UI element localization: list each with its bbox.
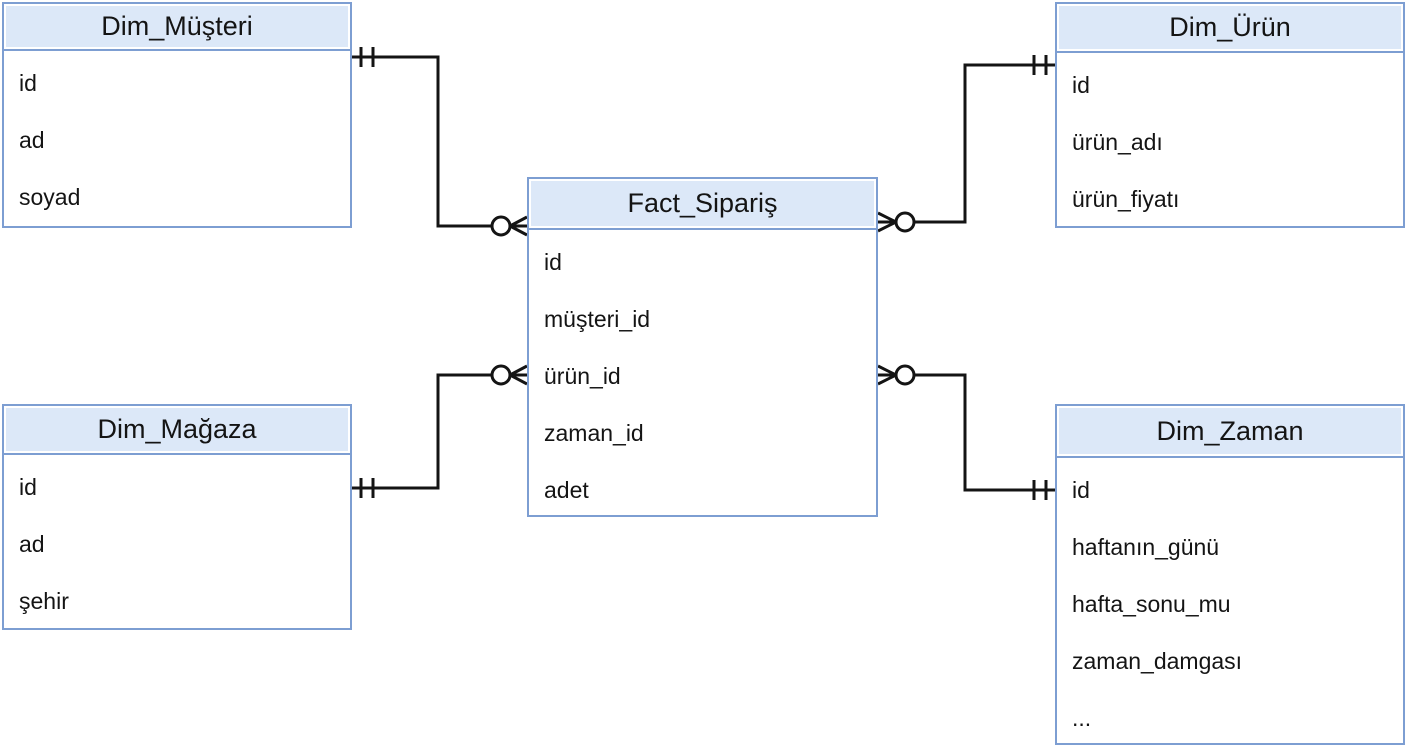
cardinality-one-marker bbox=[1032, 480, 1048, 500]
field-label: zaman_id bbox=[544, 420, 644, 446]
field-row-id[interactable]: id bbox=[529, 234, 876, 291]
table-title: Dim_Ürün bbox=[1169, 12, 1291, 42]
connector-line bbox=[913, 63, 1055, 224]
connector-dim-musteri-fact[interactable] bbox=[352, 47, 528, 237]
field-row-urun-adi[interactable]: ürün_adı bbox=[1057, 114, 1403, 171]
field-row-ellipsis[interactable]: ... bbox=[1057, 690, 1403, 747]
table-header-dim-urun[interactable]: Dim_Ürün bbox=[1057, 4, 1403, 53]
table-title: Fact_Sipariş bbox=[627, 188, 778, 218]
field-label: ... bbox=[1072, 705, 1092, 731]
field-row-urun-fiyati[interactable]: ürün_fiyatı bbox=[1057, 171, 1403, 228]
entity-table-dim-urun[interactable]: Dim_Ürün id ürün_adı ürün_fiyatı bbox=[1055, 2, 1405, 228]
table-body: id müşteri_id ürün_id zaman_id adet bbox=[529, 230, 876, 519]
connector-line bbox=[913, 373, 1055, 492]
field-label: id bbox=[1072, 477, 1090, 503]
cardinality-many-crowfoot bbox=[877, 211, 897, 233]
field-row-zaman-id[interactable]: zaman_id bbox=[529, 405, 876, 462]
connector-dim-magaza-fact[interactable] bbox=[352, 364, 528, 498]
field-row-id[interactable]: id bbox=[1057, 462, 1403, 519]
field-row-soyad[interactable]: soyad bbox=[4, 169, 350, 226]
field-row-id[interactable]: id bbox=[1057, 57, 1403, 114]
field-row-zaman-damgasi[interactable]: zaman_damgası bbox=[1057, 633, 1403, 690]
table-header-dim-musteri[interactable]: Dim_Müşteri bbox=[4, 4, 350, 51]
cardinality-zero-circle bbox=[894, 364, 916, 386]
connector-dim-zaman-fact[interactable] bbox=[877, 364, 1055, 500]
field-label: soyad bbox=[19, 184, 81, 210]
cardinality-zero-circle bbox=[894, 211, 916, 233]
field-label: id bbox=[19, 474, 37, 500]
connector-line bbox=[352, 55, 492, 228]
field-row-musteri-id[interactable]: müşteri_id bbox=[529, 291, 876, 348]
entity-table-dim-musteri[interactable]: Dim_Müşteri id ad soyad bbox=[2, 2, 352, 228]
cardinality-many-crowfoot bbox=[509, 215, 528, 237]
connector-line bbox=[352, 373, 492, 490]
cardinality-one-marker bbox=[1032, 55, 1048, 75]
field-label: haftanın_günü bbox=[1072, 534, 1220, 560]
table-body: id ad şehir bbox=[4, 455, 350, 630]
field-label: adet bbox=[544, 477, 589, 503]
cardinality-one-marker bbox=[359, 47, 375, 67]
table-body: id ad soyad bbox=[4, 51, 350, 226]
table-title: Dim_Zaman bbox=[1156, 415, 1304, 446]
cardinality-one-marker bbox=[359, 478, 375, 498]
field-row-haftanin-gunu[interactable]: haftanın_günü bbox=[1057, 519, 1403, 576]
cardinality-zero-circle bbox=[490, 364, 512, 386]
table-title: Dim_Mağaza bbox=[97, 414, 257, 444]
field-label: id bbox=[19, 70, 37, 96]
field-label: id bbox=[544, 249, 562, 275]
table-body: id ürün_adı ürün_fiyatı bbox=[1057, 53, 1403, 228]
field-label: şehir bbox=[19, 588, 69, 614]
field-row-urun-id[interactable]: ürün_id bbox=[529, 348, 876, 405]
table-header-dim-magaza[interactable]: Dim_Mağaza bbox=[4, 406, 350, 455]
field-row-adet[interactable]: adet bbox=[529, 462, 876, 519]
field-row-id[interactable]: id bbox=[4, 55, 350, 112]
table-title: Dim_Müşteri bbox=[101, 11, 253, 41]
field-label: ürün_id bbox=[544, 363, 621, 389]
cardinality-zero-circle bbox=[490, 215, 512, 237]
connector-dim-urun-fact[interactable] bbox=[877, 55, 1055, 233]
field-label: ürün_adı bbox=[1072, 129, 1163, 155]
table-body: id haftanın_günü hafta_sonu_mu zaman_dam… bbox=[1057, 458, 1403, 747]
field-row-hafta-sonu-mu[interactable]: hafta_sonu_mu bbox=[1057, 576, 1403, 633]
table-header-fact-siparis[interactable]: Fact_Sipariş bbox=[529, 179, 876, 230]
entity-table-fact-siparis[interactable]: Fact_Sipariş id müşteri_id ürün_id zaman… bbox=[527, 177, 878, 517]
entity-table-dim-zaman[interactable]: Dim_Zaman id haftanın_günü hafta_sonu_mu… bbox=[1055, 404, 1405, 745]
entity-table-dim-magaza[interactable]: Dim_Mağaza id ad şehir bbox=[2, 404, 352, 630]
field-label: hafta_sonu_mu bbox=[1072, 591, 1231, 617]
cardinality-many-crowfoot bbox=[509, 364, 528, 386]
field-row-sehir[interactable]: şehir bbox=[4, 573, 350, 630]
field-row-ad[interactable]: ad bbox=[4, 112, 350, 169]
field-label: ad bbox=[19, 127, 45, 153]
field-label: müşteri_id bbox=[544, 306, 651, 332]
field-row-id[interactable]: id bbox=[4, 459, 350, 516]
field-label: ürün_fiyatı bbox=[1072, 186, 1180, 212]
field-label: zaman_damgası bbox=[1072, 648, 1243, 674]
table-header-dim-zaman[interactable]: Dim_Zaman bbox=[1057, 406, 1403, 458]
field-label: id bbox=[1072, 72, 1090, 98]
field-label: ad bbox=[19, 531, 45, 557]
field-row-ad[interactable]: ad bbox=[4, 516, 350, 573]
cardinality-many-crowfoot bbox=[877, 364, 897, 386]
